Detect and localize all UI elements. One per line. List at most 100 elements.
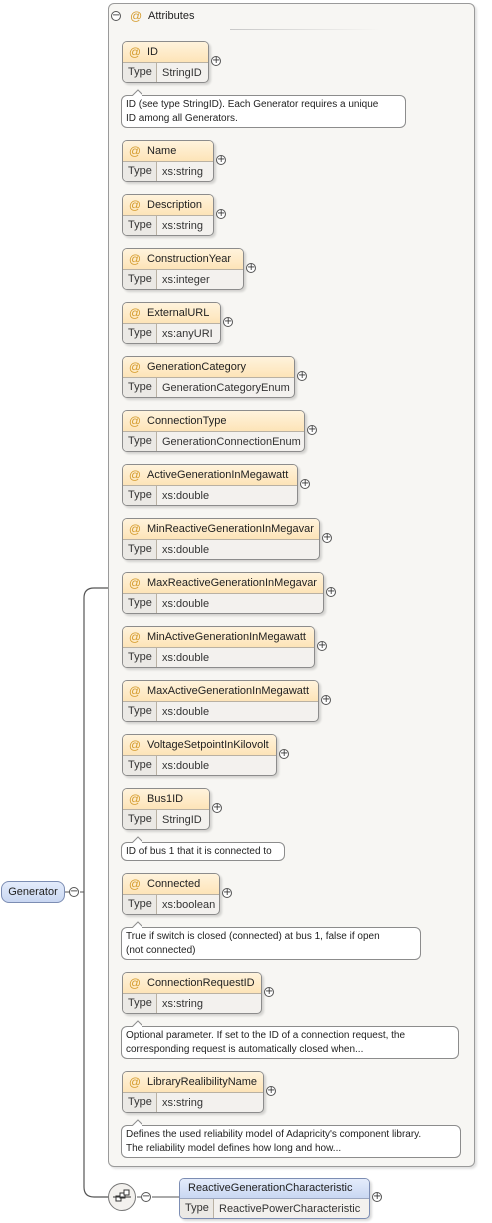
attribute-name: Connected xyxy=(147,878,201,890)
expand-icon[interactable]: + xyxy=(297,370,307,381)
at-sign-icon: @ xyxy=(128,306,142,320)
attribute-name: LibraryRealibilityName xyxy=(147,1076,258,1088)
at-sign-icon: @ xyxy=(128,144,142,158)
expand-icon[interactable]: + xyxy=(212,802,222,813)
type-value: xs:double xyxy=(162,489,210,502)
type-value: ReactivePowerCharacteristic xyxy=(219,1202,361,1215)
at-sign-icon: @ xyxy=(128,252,142,266)
attribute-header: @Connected xyxy=(123,874,219,895)
attribute-name: Bus1ID xyxy=(147,793,184,805)
attribute-name: ExternalURL xyxy=(147,307,210,319)
attribute-header: @ID xyxy=(123,42,208,63)
type-value: GenerationCategoryEnum xyxy=(162,381,290,394)
expand-icon[interactable]: + xyxy=(211,55,221,66)
expand-icon[interactable]: + xyxy=(326,586,336,597)
documentation-note: Optional parameter. If set to the ID of … xyxy=(121,1026,459,1059)
expand-icon[interactable]: + xyxy=(246,262,256,273)
expand-icon[interactable]: + xyxy=(216,208,226,219)
attribute-header: @ ConstructionYear xyxy=(123,249,243,270)
attribute-name: MaxActiveGenerationInMegawatt xyxy=(147,685,310,697)
note-pointer xyxy=(132,1119,142,1126)
at-sign-icon: @ xyxy=(128,684,142,698)
attributes-group-title: Attributes xyxy=(148,10,195,22)
at-sign-icon: @ xyxy=(128,522,142,536)
expand-icon[interactable]: + xyxy=(216,154,226,165)
expand-icon[interactable]: + xyxy=(222,887,232,898)
sequence-compositor-icon[interactable] xyxy=(108,1183,136,1211)
expand-icon[interactable]: + xyxy=(223,316,233,327)
type-value: xs:boolean xyxy=(162,898,216,911)
at-sign-icon: @ xyxy=(128,738,142,752)
expand-icon[interactable]: + xyxy=(317,640,327,651)
type-label: Type xyxy=(123,63,157,82)
type-label: Type xyxy=(123,994,157,1013)
expand-icon[interactable]: + xyxy=(266,1085,276,1096)
type-value: xs:string xyxy=(162,165,203,178)
expand-icon[interactable]: + xyxy=(307,424,317,435)
at-sign-icon: @ xyxy=(128,468,142,482)
at-sign-icon: @ xyxy=(128,792,142,806)
note-line: Optional parameter. If set to the ID of … xyxy=(126,1030,406,1041)
expand-icon[interactable]: + xyxy=(372,1191,382,1202)
type-value: xs:double xyxy=(162,597,210,610)
note-pointer xyxy=(132,836,142,843)
attribute-header: @MaxReactiveGenerationInMegavar xyxy=(123,573,323,594)
expand-icon[interactable]: + xyxy=(279,748,289,759)
type-value: xs:integer xyxy=(162,273,210,286)
collapse-icon[interactable]: − xyxy=(69,886,79,897)
note-line: (not connected) xyxy=(126,945,196,956)
at-sign-icon: @ xyxy=(128,576,142,590)
collapse-icon[interactable]: − xyxy=(111,10,121,21)
attribute-name: ID xyxy=(147,46,158,58)
attribute-header: @VoltageSetpointInKilovolt xyxy=(123,735,276,756)
type-value: GenerationConnectionEnum xyxy=(162,435,301,448)
expand-icon[interactable]: + xyxy=(322,532,332,543)
generator-element[interactable]: Generator xyxy=(1,881,65,903)
type-label: Type xyxy=(123,216,157,235)
type-value: xs:double xyxy=(162,759,210,772)
attribute-name: ConstructionYear xyxy=(147,253,231,265)
type-value: StringID xyxy=(162,66,202,79)
collapse-icon[interactable]: − xyxy=(141,1191,151,1202)
type-label: Type xyxy=(123,756,157,775)
generator-label: Generator xyxy=(8,886,58,898)
expand-icon[interactable]: + xyxy=(321,694,331,705)
type-label: Type xyxy=(123,486,157,505)
attribute-header: @ConnectionType xyxy=(123,411,304,432)
type-label: Type xyxy=(123,378,157,397)
type-label: Type xyxy=(123,648,157,667)
attribute-header: @ Bus1ID xyxy=(123,789,209,810)
attribute-name: GenerationCategory xyxy=(147,361,247,373)
attribute-header: @MinActiveGenerationInMegawatt xyxy=(123,627,314,648)
type-value: xs:anyURI xyxy=(162,327,213,340)
expand-icon[interactable]: + xyxy=(264,986,274,997)
expand-icon[interactable]: + xyxy=(300,478,310,489)
note-pointer xyxy=(132,921,142,928)
reactive-generation-characteristic-element[interactable]: ReactiveGenerationCharacteristic Type Re… xyxy=(179,1178,370,1219)
